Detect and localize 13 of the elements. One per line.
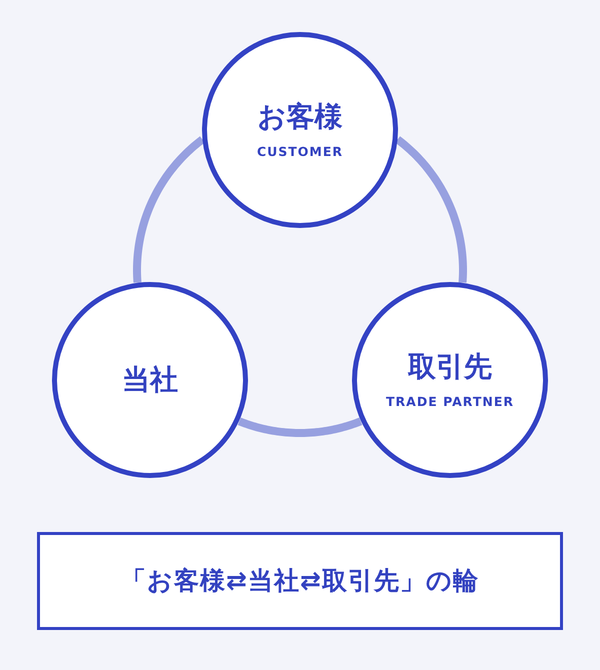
circle-node — [352, 282, 548, 478]
connector-arc — [133, 136, 205, 284]
circle-node — [52, 282, 248, 478]
text-box — [37, 532, 563, 630]
node-title: 取引先 — [408, 350, 492, 384]
circle-node — [202, 32, 398, 228]
connector-arc — [395, 136, 467, 284]
node-title: 当社 — [122, 363, 178, 397]
node-title: お客様 — [258, 100, 342, 134]
node-subtitle: TRADE PARTNER — [386, 394, 514, 410]
connector-arc — [237, 418, 363, 437]
node-subtitle: CUSTOMER — [256, 144, 344, 160]
box-text: 「お客様⇄当社⇄取引先」の輪 — [121, 565, 479, 597]
